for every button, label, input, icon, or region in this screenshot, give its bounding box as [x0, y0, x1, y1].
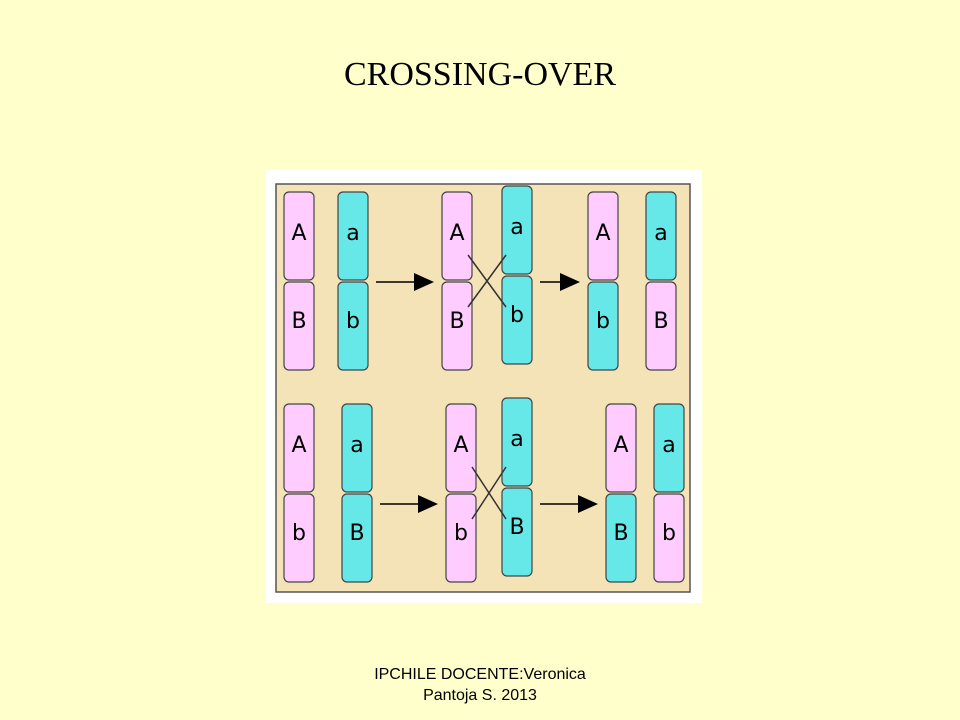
allele-label-r1-s3-c2-top: a [654, 221, 667, 246]
chromosome-r2-s1-c1-top [283, 403, 315, 493]
arrow-r1-1-head [414, 273, 434, 291]
chromosome-r1-s1-c2-bottom [337, 281, 369, 371]
allele-label-r1-s2-c2-top: a [510, 215, 523, 240]
chromosome-r1-s2-c1-top [441, 191, 473, 281]
allele-label-r2-s1-c1-bottom: b [292, 521, 306, 546]
allele-label-r2-s3-c2-top: a [662, 433, 675, 458]
chromosome-r1-s1-c2-top [337, 191, 369, 281]
allele-label-r1-s2-c1-top: A [449, 221, 464, 246]
arrow-r2-1-head [418, 495, 438, 513]
allele-label-r2-s2-c2-bottom: B [509, 515, 524, 540]
chromosome-r2-s1-c2-bottom [341, 493, 373, 583]
allele-label-r2-s2-c2-top: a [510, 427, 523, 452]
crossover-line-r1-b [467, 254, 507, 308]
chromosome-r2-s2-c1-top [445, 403, 477, 493]
chromosome-r1-s3-c1-bottom [587, 281, 619, 371]
chromosome-r2-s2-c2-top [501, 397, 533, 487]
footer-line-2: Pantoja S. 2013 [423, 687, 537, 704]
chromosome-r2-s2-c1-bottom [445, 493, 477, 583]
chromosome-r2-s3-c1-bottom [605, 493, 637, 583]
chromosome-r1-s3-c1-top [587, 191, 619, 281]
allele-label-r2-s3-c2-bottom: b [662, 521, 676, 546]
crossover-line-r2-b [471, 466, 507, 520]
allele-label-r1-s1-c1-bottom: B [291, 309, 306, 334]
allele-label-r1-s1-c2-bottom: b [346, 309, 360, 334]
allele-label-r2-s1-c1-top: A [291, 433, 306, 458]
chromosome-r2-s1-c1-bottom [283, 493, 315, 583]
allele-label-r2-s1-c2-top: a [350, 433, 363, 458]
allele-label-r1-s3-c1-bottom: b [596, 309, 610, 334]
allele-label-r1-s2-c1-bottom: B [449, 309, 464, 334]
chromosome-r1-s2-c2-top [501, 185, 533, 275]
arrow-r1-2-head [560, 273, 580, 291]
allele-label-r1-s1-c2-top: a [346, 221, 359, 246]
slide-title: CROSSING-OVER [343, 56, 617, 93]
chromosome-r2-s3-c1-top [605, 403, 637, 493]
chromosome-r2-s2-c2-bottom [501, 487, 533, 577]
allele-label-r1-s3-c1-top: A [595, 221, 610, 246]
allele-label-r2-s1-c2-bottom: B [349, 521, 364, 546]
chromosome-r2-s1-c2-top [341, 403, 373, 493]
footer-line-1: IPCHILE DOCENTE:Veronica [374, 666, 586, 683]
arrow-r2-2-head [578, 495, 598, 513]
chromosome-r1-s3-c2-top [645, 191, 677, 281]
chromosome-r1-s3-c2-bottom [645, 281, 677, 371]
allele-label-r2-s2-c1-top: A [453, 433, 468, 458]
chromosome-r1-s2-c2-bottom [501, 275, 533, 365]
allele-label-r1-s3-c2-bottom: B [653, 309, 668, 334]
chromosome-r2-s3-c2-top [653, 403, 685, 493]
chromosome-r1-s1-c1-top [283, 191, 315, 281]
allele-label-r2-s3-c1-top: A [613, 433, 628, 458]
allele-label-r2-s3-c1-bottom: B [613, 521, 628, 546]
allele-label-r1-s1-c1-top: A [291, 221, 306, 246]
chromosome-r2-s3-c2-bottom [653, 493, 685, 583]
allele-label-r2-s2-c1-bottom: b [454, 521, 468, 546]
allele-label-r1-s2-c2-bottom: b [510, 303, 524, 328]
chromosome-r1-s2-c1-bottom [441, 281, 473, 371]
chromosome-r1-s1-c1-bottom [283, 281, 315, 371]
footer-credit: IPCHILE DOCENTE:Veronica Pantoja S. 2013 [280, 664, 680, 706]
